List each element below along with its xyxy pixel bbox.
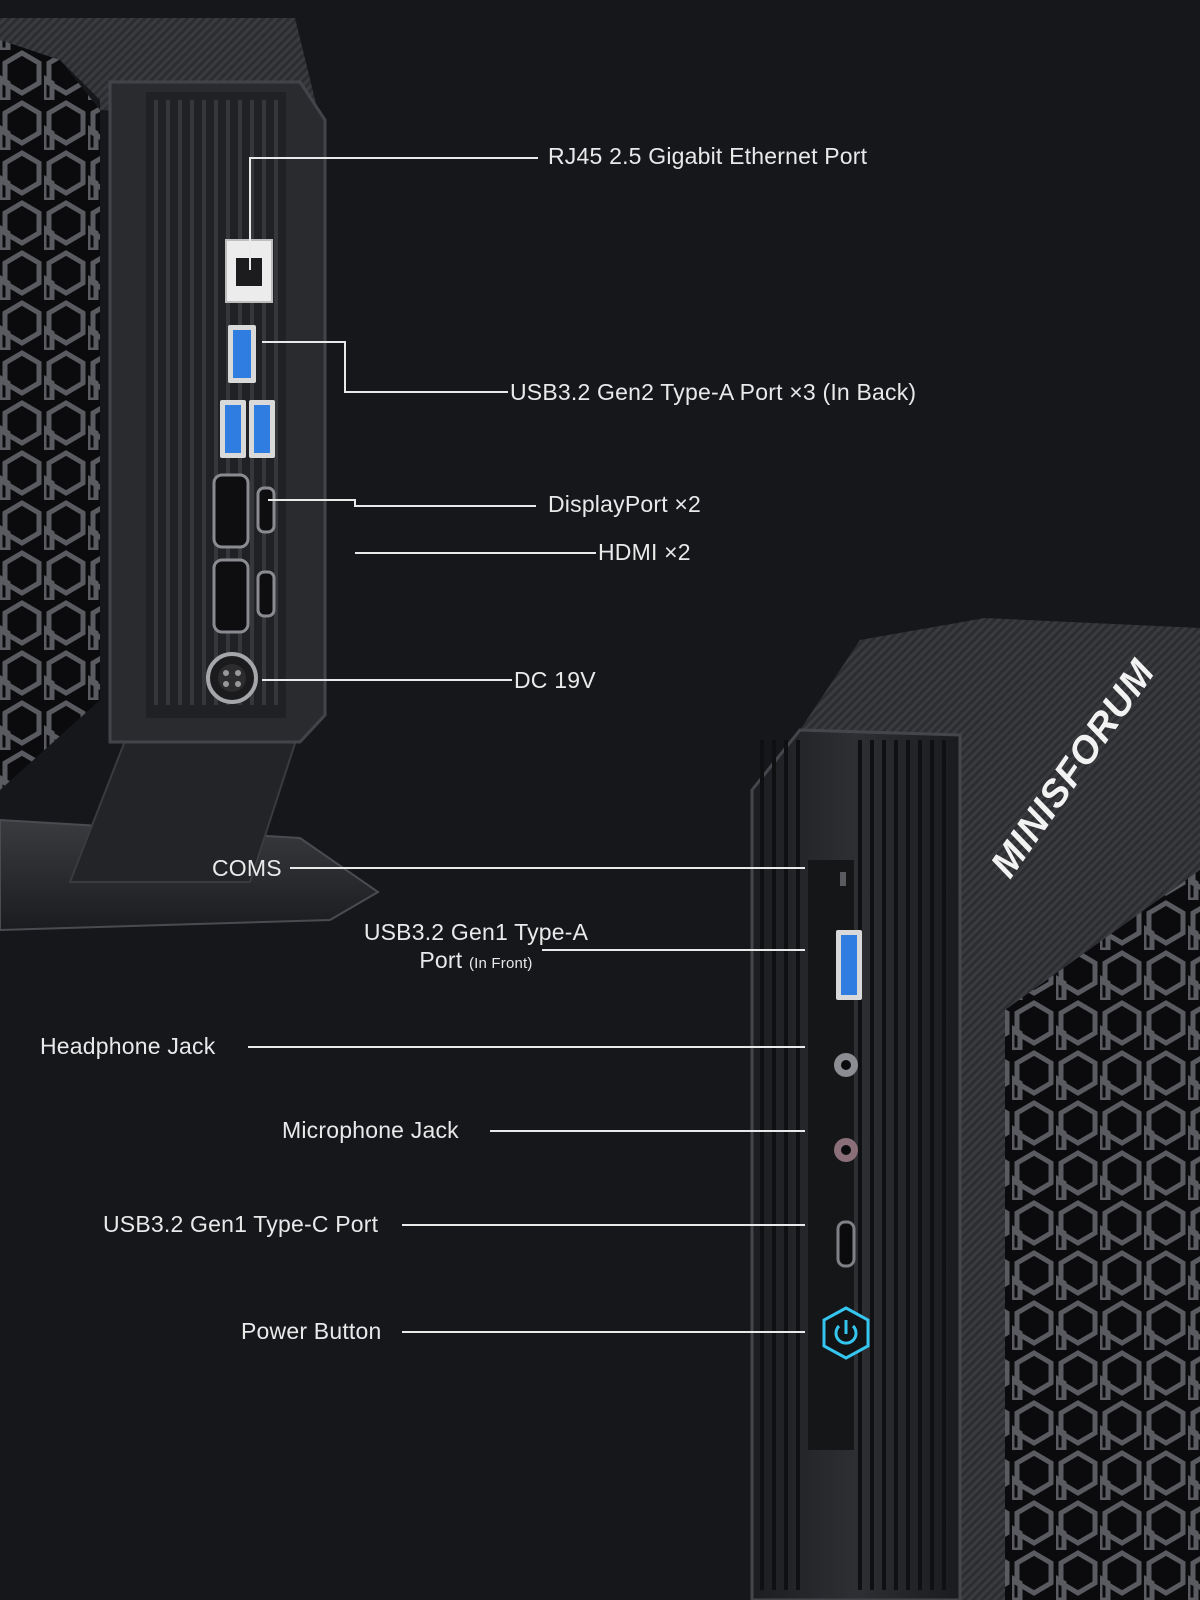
front-top-carbon: [800, 618, 1200, 735]
hdmi-ports: [212, 473, 250, 634]
front-vent-fins: [760, 740, 946, 1590]
back-unit: [0, 18, 380, 932]
side-hex-panel: [0, 40, 100, 790]
front-panel: [750, 728, 962, 1600]
front-unit: MINISFORUM: [750, 618, 1200, 1600]
hex-grille: [1005, 870, 1200, 1600]
headphone-jack: [834, 1053, 858, 1077]
usb-c-front-port: [836, 1220, 856, 1268]
leader-ethernet: [249, 157, 538, 270]
usb-a-back-port: [220, 325, 275, 458]
coms-hole: [840, 872, 846, 886]
microphone-jack: [834, 1138, 858, 1162]
usb-a-front-port: [836, 930, 862, 1000]
power-button: [822, 1306, 870, 1360]
leader-lines: [248, 157, 805, 1333]
leader-displayport: [268, 499, 536, 507]
dc-jack: [206, 652, 258, 704]
leader-usb-a-back: [262, 341, 508, 393]
rj45-port: [225, 239, 273, 303]
